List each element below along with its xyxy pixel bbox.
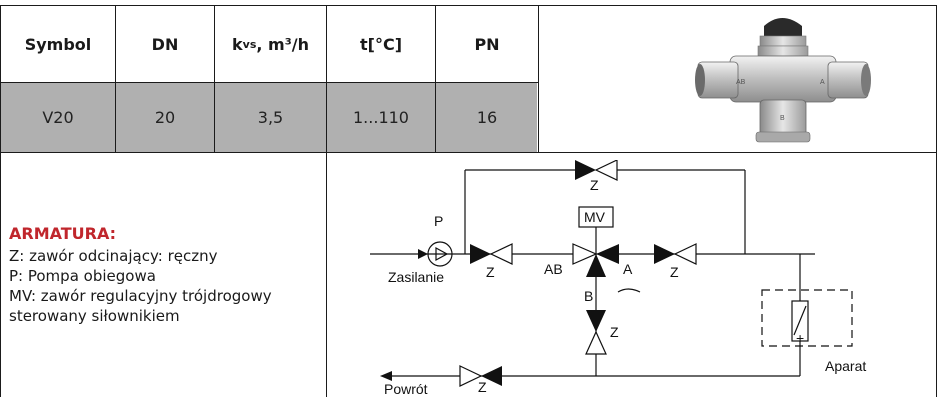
valve-z-icon <box>459 365 483 387</box>
header-dn: DN <box>151 34 179 54</box>
apparatus-plus-icon: + <box>796 330 804 346</box>
label-b: B <box>584 288 593 304</box>
header-symbol: Symbol <box>24 34 92 54</box>
label-pump: P <box>434 213 443 229</box>
label-a: A <box>623 261 633 277</box>
label-z-supply: Z <box>486 264 495 280</box>
valve-z-icon <box>470 244 491 264</box>
valve-product-image: AB B A <box>695 18 871 143</box>
photo-mark-b: B <box>780 115 785 122</box>
mv-valve-a-icon <box>596 244 619 264</box>
mv-valve-b-icon <box>586 254 606 277</box>
label-ab: AB <box>544 261 563 277</box>
cell-dn: 20 <box>154 108 176 127</box>
label-z-branch: Z <box>610 324 619 340</box>
header-pn: PN <box>474 34 500 54</box>
col-divider-4 <box>435 5 436 153</box>
header-temperature: t[°C] <box>359 34 402 54</box>
valve-z-icon <box>654 244 675 264</box>
valve-z-icon <box>586 310 606 332</box>
header-kvs-k: k <box>232 34 243 54</box>
header-kvs-sub: vs <box>242 37 257 51</box>
apparatus-diagonal <box>793 305 807 336</box>
hydraulic-schematic: Z P MV Z AB A Z B Z Z Zasilanie Powrót A… <box>370 160 866 397</box>
legend-title: ARMATURA: <box>9 224 117 243</box>
label-z-right: Z <box>670 264 679 280</box>
legend-line: Z: zawór odcinający: ręczny <box>9 247 218 265</box>
legend-line: MV: zawór regulacyjny trójdrogowy <box>9 287 272 305</box>
table-top-border <box>0 5 937 6</box>
left-border <box>0 5 1 397</box>
valve-z-icon <box>489 243 513 265</box>
return-arrow-icon <box>380 371 392 381</box>
col-divider-1 <box>115 5 116 153</box>
sensor-mark <box>617 288 641 293</box>
mv-valve-ab-icon <box>572 243 598 265</box>
header-divider <box>0 82 538 83</box>
label-zasilanie: Zasilanie <box>388 269 444 285</box>
cell-kvs: 3,5 <box>257 108 284 127</box>
inlet-arrow-icon <box>418 249 428 259</box>
label-powrot: Powrót <box>384 381 428 397</box>
data-row-background <box>1 83 537 152</box>
valve-z-icon <box>481 366 502 386</box>
cell-symbol: V20 <box>42 108 74 127</box>
label-z-bypass: Z <box>590 177 599 193</box>
label-aparat: Aparat <box>825 358 866 374</box>
valve-z-icon <box>594 160 618 181</box>
col-divider-3 <box>326 5 327 397</box>
photo-mark-ab: AB <box>736 79 746 86</box>
cell-temperature: 1...110 <box>353 108 409 127</box>
legend-line: sterowany siłownikiem <box>9 307 180 325</box>
label-z-return: Z <box>478 379 487 395</box>
valve-z-icon <box>575 160 596 180</box>
armatura-legend: ARMATURA: Z: zawór odcinający: ręczny P:… <box>9 224 272 326</box>
header-kvs-unit: , m³/h <box>256 34 309 54</box>
apparatus-dashed-box <box>761 289 853 347</box>
legend-line: P: Pompa obiegowa <box>9 267 156 285</box>
valve-z-icon <box>673 243 697 265</box>
cell-pn: 16 <box>476 108 498 127</box>
photo-mark-a: A <box>820 79 825 86</box>
pump-arrow-icon <box>435 246 449 262</box>
col-divider-5 <box>538 5 539 153</box>
col-divider-2 <box>214 5 215 153</box>
label-mv: MV <box>584 209 606 225</box>
valve-z-icon <box>585 330 607 355</box>
section-divider <box>0 152 937 153</box>
